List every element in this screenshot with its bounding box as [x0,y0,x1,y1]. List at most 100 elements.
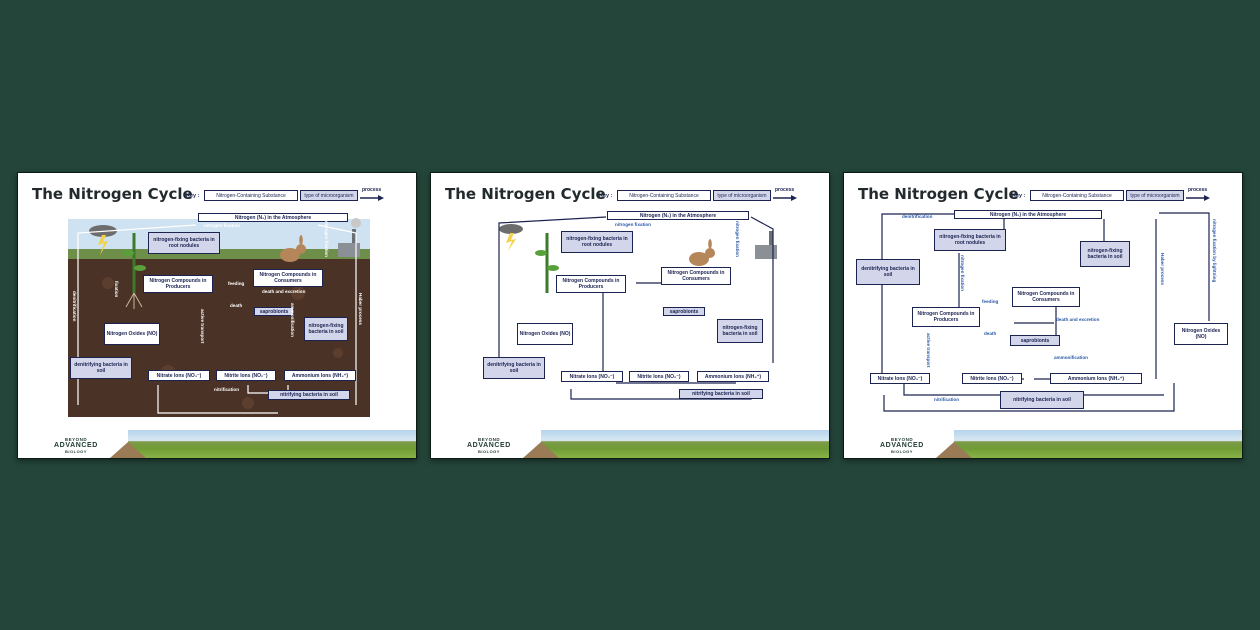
box-consumers: Nitrogen Compounds in Consumers [1012,287,1080,307]
lightning-icon [98,235,108,255]
label-active-transport: active transport [926,333,931,368]
box-nitrite: Nitrite Ions (NO₂⁻) [629,371,689,382]
plant-icon [122,233,146,309]
box-nitrifying: nitrifying bacteria in soil [1000,391,1084,409]
slide-title: The Nitrogen Cycle [858,185,1019,203]
barn-roof-icon [523,442,559,458]
label-haber: Haber process [358,293,363,325]
key-microorganism: type of microorganism [1126,190,1184,201]
box-oxides: Nitrogen Oxides (NO) [104,323,160,345]
label-fixation: nitrogen fixation [615,222,651,227]
lightning-icon [506,233,516,251]
factory-icon [338,218,361,257]
brand-logo: BEYOND ADVANCED BIOLOGY [467,437,511,454]
label-feeding: feeding [982,299,999,304]
brand-logo: BEYOND ADVANCED BIOLOGY [880,437,924,454]
label-death-excretion: death and excretion [262,289,306,294]
box-ammonium: Ammonium Ions (NH₄⁺) [284,370,356,381]
box-nitrifying: nitrifying bacteria in soil [679,389,763,399]
label-ammonification: ammonification [1054,355,1088,360]
label-death-excretion: death and excretion [1056,317,1100,322]
box-producers: Nitrogen Compounds in Producers [912,307,980,327]
key-label: Key : [186,193,200,199]
key-microorganism: type of microorganism [300,190,358,201]
label-fixation: nitrogen fixation [204,223,240,228]
factory-icon [755,231,777,259]
label-feeding: feeding [228,281,245,286]
box-atmosphere: Nitrogen (N₂) in the Atmosphere [607,211,749,220]
slide-icons: The Nitrogen Cycle Key : Nitrogen-Contai… [430,172,830,459]
key-substance: Nitrogen-Containing Substance [204,190,298,201]
key-microorganism: type of microorganism [713,190,771,201]
box-denitrifying: denitrifying bacteria in soil [483,357,545,379]
key-label: Key : [599,193,613,199]
key-arrow-icon [1186,195,1210,201]
box-nfix-root: nitrogen-fixing bacteria in root nodules [561,231,633,253]
landscape-image [954,430,1242,458]
label-active-transport: active transport [200,309,205,344]
label-ammonification: ammonification [290,303,295,337]
box-denitrifying: denitrifying bacteria in soil [856,259,920,285]
box-nfix-soil: nitrogen-fixing bacteria in soil [1080,241,1130,267]
label-nitrification: nitrification [934,397,960,402]
key-arrow-icon [360,195,384,201]
box-saprobionts: saprobionts [663,307,705,316]
box-atmosphere: Nitrogen (N₂) in the Atmosphere [954,210,1102,219]
barn-roof-icon [110,442,146,458]
label-fixation-vertical: fixation [114,281,119,298]
barn-roof-icon [936,442,972,458]
box-saprobionts: saprobionts [254,307,294,316]
label-n-fixation-vertical: nitrogen fixation [735,221,740,257]
box-producers: Nitrogen Compounds in Producers [143,275,213,293]
footer-banner: BEYOND ADVANCED BIOLOGY [844,426,1242,458]
box-nitrate: Nitrate Ions (NO₃⁻) [870,373,930,384]
label-n-fixation-vertical: nitrogen fixation [324,221,329,257]
label-haber: Haber process [1160,253,1165,285]
footer-banner: BEYOND ADVANCED BIOLOGY [18,426,416,458]
box-nitrite: Nitrite Ions (NO₂⁻) [216,370,276,381]
landscape-image [128,430,416,458]
key-process: process [775,187,795,193]
slide-title: The Nitrogen Cycle [32,185,193,203]
box-producers: Nitrogen Compounds in Producers [556,275,626,293]
box-denitrifying: denitrifying bacteria in soil [70,357,132,379]
key-substance: Nitrogen-Containing Substance [617,190,711,201]
box-ammonium: Ammonium Ions (NH₄⁺) [697,371,769,382]
key-process: process [362,187,382,193]
box-nitrifying: nitrifying bacteria in soil [268,390,350,400]
key-label: Key : [1012,193,1026,199]
flow-diagram [498,216,777,400]
box-nfix-soil: nitrogen-fixing bacteria in soil [717,319,763,343]
slide-boxes: The Nitrogen Cycle Key : Nitrogen-Contai… [843,172,1243,459]
rabbit-icon [689,239,715,266]
brand-logo: BEYOND ADVANCED BIOLOGY [54,437,98,454]
landscape-image [541,430,829,458]
key-process: process [1188,187,1208,193]
box-oxides: Nitrogen Oxides (NO) [517,323,573,345]
box-saprobionts: saprobionts [1010,335,1060,346]
key-arrow-icon [773,195,797,201]
box-nfix-root: nitrogen-fixing bacteria in root nodules [934,229,1006,251]
box-nfix-root: nitrogen-fixing bacteria in root nodules [148,232,220,254]
label-denitrification: denitrification [72,291,77,322]
box-atmosphere: Nitrogen (N₂) in the Atmosphere [198,213,348,222]
box-nfix-soil: nitrogen-fixing bacteria in soil [304,317,348,341]
storm-cloud [499,224,523,234]
key-substance: Nitrogen-Containing Substance [1030,190,1124,201]
label-denitrification: denitrification [902,214,933,219]
label-death: death [984,331,997,336]
slide-title: The Nitrogen Cycle [445,185,606,203]
box-consumers: Nitrogen Compounds in Consumers [253,269,323,287]
rabbit-icon [280,235,306,262]
label-death: death [230,303,243,308]
box-nitrite: Nitrite Ions (NO₂⁻) [962,373,1022,384]
box-nitrate: Nitrate Ions (NO₃⁻) [148,370,210,381]
slide-illustrated: The Nitrogen Cycle Key : Nitrogen-Contai… [17,172,417,459]
label-lightning: nitrogen fixation by lightning [1212,219,1217,283]
label-n-fixation-vertical: nitrogen fixation [960,255,965,291]
ground-surface [68,249,370,259]
footer-banner: BEYOND ADVANCED BIOLOGY [431,426,829,458]
plant-icon [535,233,559,293]
box-ammonium: Ammonium Ions (NH₄⁺) [1050,373,1142,384]
box-consumers: Nitrogen Compounds in Consumers [661,267,731,285]
